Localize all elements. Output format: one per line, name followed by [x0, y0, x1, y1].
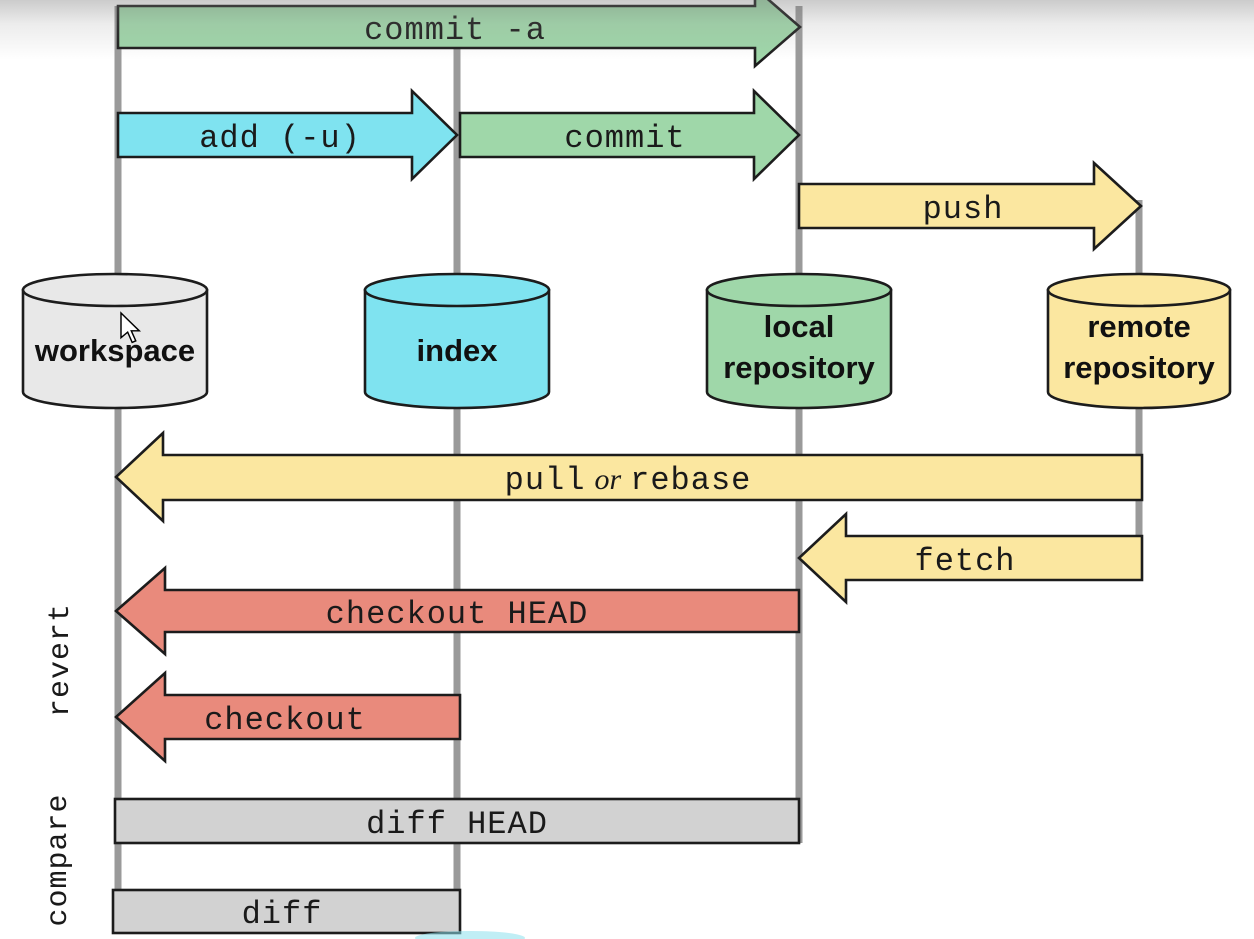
diff-label: diff: [242, 896, 323, 933]
commit-arrow: [458, 87, 801, 183]
workspace-cylinder-top: [21, 272, 209, 308]
commit-label: commit: [564, 120, 685, 157]
commit-a-arrow: [116, 0, 802, 69]
local-repository-label-line1: local: [764, 309, 835, 344]
remote-repository-label-line2: repository: [1063, 350, 1215, 385]
rebase-label-part: rebase: [630, 462, 751, 499]
index-cylinder-body: [363, 288, 551, 410]
local-repository-node: local repository: [705, 272, 893, 410]
index-node: index: [363, 272, 551, 410]
push-label: push: [923, 191, 1004, 228]
mouse-cursor-icon: [120, 311, 142, 344]
diff-head-label: diff HEAD: [366, 806, 548, 843]
workspace-column-line: [114, 6, 122, 933]
local-repository-cylinder-body: [705, 288, 893, 410]
push-arrow: [797, 160, 1143, 252]
add-u-label: add (-u): [199, 120, 361, 157]
remote-repository-node: remote repository: [1046, 272, 1232, 410]
fetch-arrow: [797, 511, 1144, 605]
local-repository-column-line: [795, 6, 803, 843]
local-repository-label-line2: repository: [723, 350, 875, 385]
fetch-label: fetch: [914, 543, 1015, 580]
diff-head-bar: [113, 797, 801, 845]
checkout-arrow: [114, 670, 462, 764]
compare-side-label: compare: [42, 793, 76, 926]
commit-a-label: commit -a: [364, 12, 546, 49]
or-label-part: or: [594, 463, 621, 496]
index-node-label: index: [417, 333, 499, 368]
local-repository-cylinder-top: [705, 272, 893, 308]
remote-repository-cylinder-body: [1046, 288, 1232, 410]
checkout-head-label: checkout HEAD: [326, 596, 589, 633]
index-cylinder-top: [363, 272, 551, 308]
pull-or-rebase-arrow: [114, 430, 1144, 524]
checkout-head-arrow: [114, 565, 801, 657]
workspace-node-label: workspace: [34, 333, 195, 368]
checkout-label: checkout: [204, 702, 366, 739]
diff-bar: [111, 888, 462, 935]
revert-side-label: revert: [44, 603, 78, 717]
pull-label-part: pull: [505, 462, 586, 499]
remote-repository-label-line1: remote: [1087, 309, 1190, 344]
add-u-arrow: [116, 87, 459, 183]
workspace-node: workspace: [21, 272, 209, 410]
remote-repository-cylinder-top: [1046, 272, 1232, 308]
workspace-cylinder-body: [21, 288, 209, 410]
